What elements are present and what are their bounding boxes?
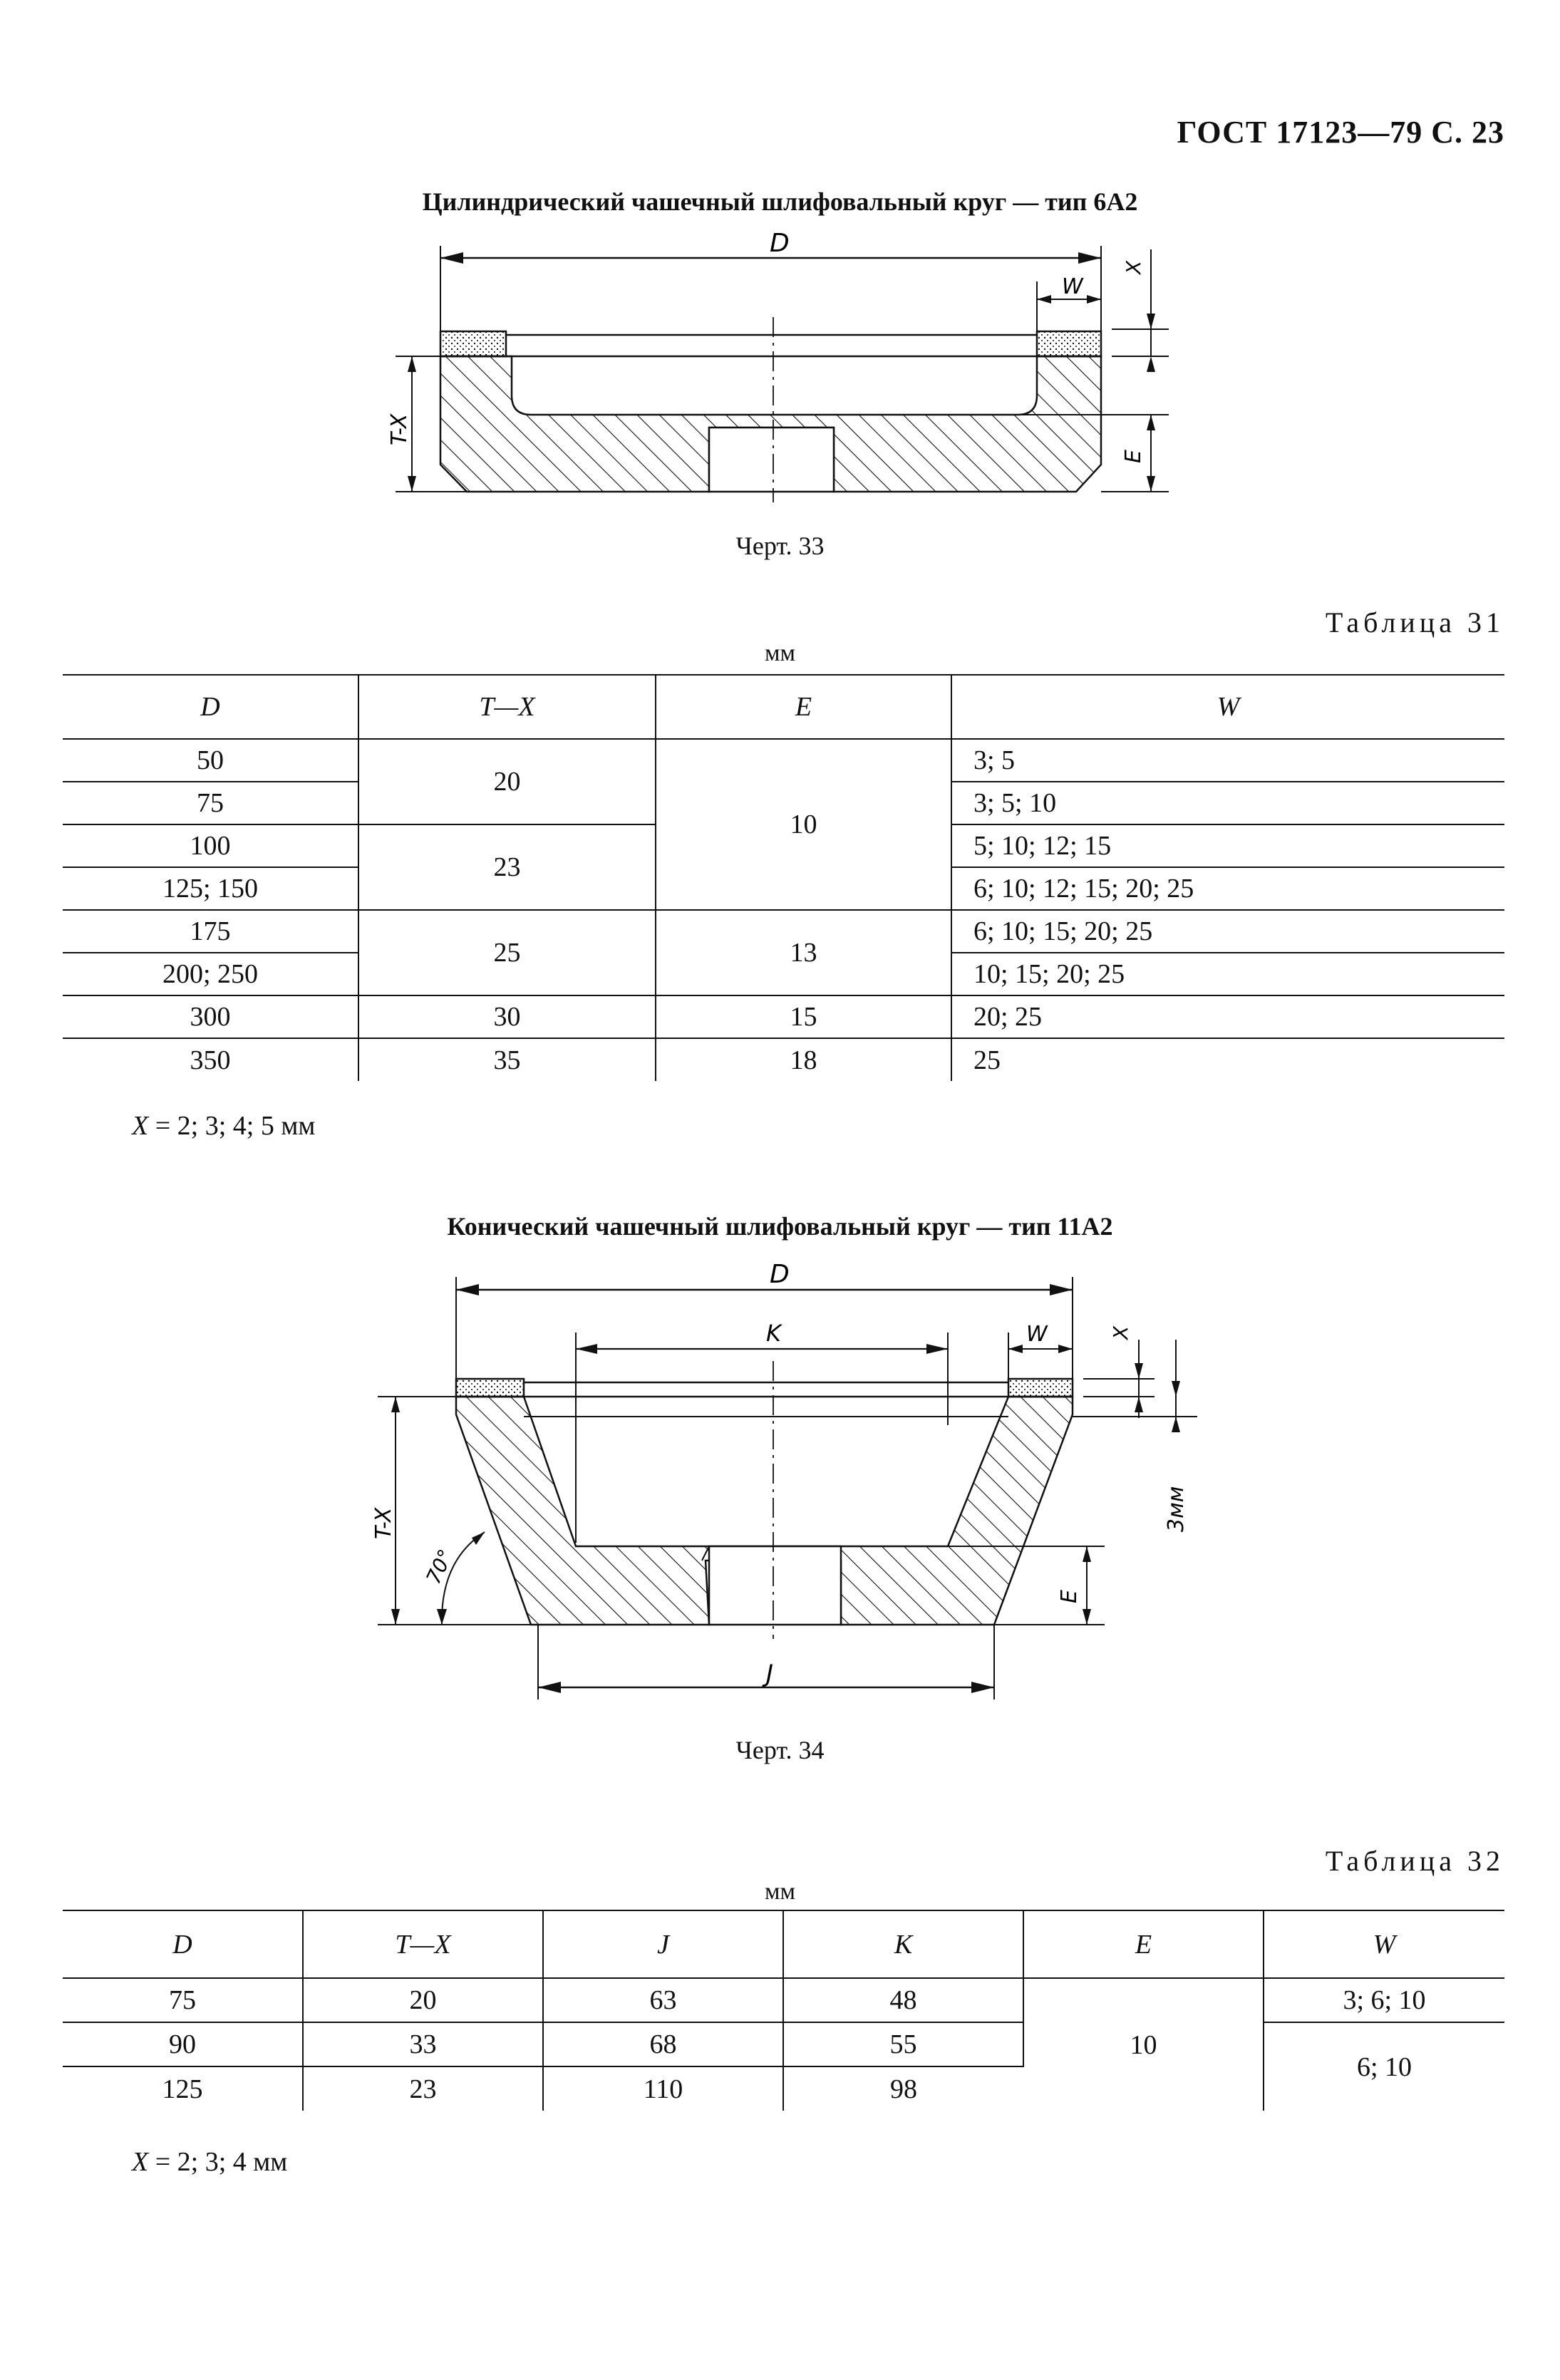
cell-d: 75 (63, 1978, 304, 2023)
table-header-row: D T—X E W (63, 674, 1504, 740)
th-w: W (1264, 1910, 1504, 1979)
caption-33: Черт. 33 (735, 532, 825, 560)
table-31: D T—X E W 50 20 10 3; 5 75 3; 5; 10 100 … (63, 674, 1504, 1081)
th-d: D (63, 674, 359, 740)
cell-tx: 20 (303, 1978, 544, 2023)
cell-j: 110 (543, 2066, 784, 2111)
th-w: W (951, 674, 1504, 740)
cell-j: 63 (543, 1978, 784, 2023)
cell-d: 175 (63, 910, 359, 953)
note-text: = 2; 3; 4 мм (148, 2147, 288, 2177)
cell-w: 3; 6; 10 (1264, 1978, 1504, 2023)
label-d: D (770, 229, 790, 258)
cell-w: 6; 10; 15; 20; 25 (951, 910, 1504, 953)
cell-k: 48 (783, 1978, 1024, 2023)
table-row: 100 23 5; 10; 12; 15 (63, 824, 1504, 911)
label-x: X (1122, 260, 1145, 276)
table-row: 175 25 13 6; 10; 15; 20; 25 (63, 910, 1504, 996)
cell-w: 3; 5 (951, 739, 1504, 782)
cell-d: 200; 250 (63, 953, 359, 996)
table-row: 90 33 68 55 6; 10 (63, 2022, 1504, 2082)
table32-label: Таблица 32 (1325, 1845, 1504, 1877)
label-e: E (1121, 450, 1146, 463)
table31-label: Таблица 31 (1325, 606, 1504, 638)
cell-d: 300 (63, 995, 359, 1039)
label-tx: T-X (371, 1506, 396, 1539)
th-d: D (63, 1910, 304, 1979)
table-row: 350 35 18 25 (63, 1038, 1504, 1081)
label-k: K (766, 1320, 783, 1347)
cell-d: 50 (63, 739, 359, 782)
table-32: D T—X J K E W 75 20 63 48 10 3; 6; 10 90… (63, 1910, 1504, 2111)
table-row: 75 20 63 48 10 3; 6; 10 (63, 1978, 1504, 2111)
label-w: W (1062, 274, 1084, 299)
table-row: 200; 250 10; 15; 20; 25 (63, 953, 1504, 996)
label-e: E (1057, 1590, 1082, 1603)
th-tx: T—X (358, 674, 656, 740)
th-e: E (1023, 1910, 1264, 1979)
cell-w: 25 (973, 1045, 1001, 1075)
table-row: 75 3; 5; 10 (63, 782, 1504, 825)
cell-w: 5; 10; 12; 15 (951, 824, 1504, 868)
cell-tx: 23 (303, 2066, 544, 2111)
cell-w: 6; 10 (1356, 2052, 1412, 2082)
cell-tx: 20 (358, 739, 656, 825)
cell-e: 13 (656, 910, 952, 996)
table-row: 125; 150 6; 10; 12; 15; 20; 25 (63, 867, 1504, 911)
label-angle: 70° (421, 1546, 458, 1588)
label-x: X (1109, 1325, 1132, 1341)
table-header-row: D T—X J K E W (63, 1910, 1504, 1979)
th-tx: T—X (303, 1910, 544, 1979)
cell-w: 20; 25 (951, 995, 1504, 1039)
cell-e: 10 (1023, 1978, 1264, 2111)
note-variable: X (132, 1111, 149, 1141)
drawing-33: D W X T-X E (387, 229, 1169, 502)
cell-tx: 30 (358, 995, 656, 1039)
cell-d: 350 (63, 1038, 359, 1081)
cell-tx: 33 (303, 2022, 544, 2067)
label-3mm: 3мм (1164, 1486, 1189, 1532)
cell-j: 68 (543, 2022, 784, 2067)
cell-w: 3; 5; 10 (951, 782, 1504, 825)
section1-title: Цилиндрический чашечный шлифовальный кру… (422, 187, 1138, 216)
label-d: D (770, 1260, 790, 1289)
th-e: E (656, 674, 952, 740)
cell-d: 90 (63, 2022, 304, 2067)
cell-d: 125 (63, 2066, 304, 2111)
caption-34: Черт. 34 (735, 1736, 825, 1764)
cell-tx: 25 (358, 910, 656, 996)
label-w: W (1026, 1322, 1048, 1347)
cell-w: 6; 10; 12; 15; 20; 25 (951, 867, 1504, 911)
table31-unit: мм (764, 640, 796, 666)
th-k: K (783, 1910, 1024, 1979)
cell-e: 15 (656, 995, 952, 1039)
table-row: 50 20 10 3; 5 (63, 739, 1504, 911)
cell-k: 98 (890, 2074, 917, 2104)
label-tx: T-X (387, 413, 412, 445)
th-j: J (543, 1910, 784, 1979)
section2-title: Конический чашечный шлифовальный круг — … (447, 1212, 1113, 1241)
document-reference: ГОСТ 17123—79 С. 23 (1177, 115, 1504, 150)
cell-e: 10 (656, 739, 952, 911)
cell-tx: 23 (358, 824, 656, 911)
cell-tx: 35 (358, 1038, 656, 1081)
label-j: J (762, 1660, 773, 1688)
table-row: 125 23 110 98 (63, 2066, 1504, 2111)
note-variable: X (132, 2147, 149, 2177)
cell-w: 10; 15; 20; 25 (951, 953, 1504, 996)
cell-d: 125; 150 (63, 867, 359, 911)
cell-e: 18 (656, 1038, 952, 1081)
note-text: = 2; 3; 4; 5 мм (148, 1111, 316, 1141)
table-row: 300 30 15 20; 25 (63, 995, 1504, 1039)
cell-d: 75 (63, 782, 359, 825)
cell-k: 55 (783, 2022, 1024, 2067)
cell-d: 100 (63, 824, 359, 868)
note-x-values-2: X = 2; 3; 4 мм (132, 2146, 287, 2178)
note-x-values-1: X = 2; 3; 4; 5 мм (132, 1110, 315, 1142)
table32-unit: мм (764, 1878, 796, 1905)
drawing-34: D K W X 3мм T-X 70° E J (371, 1260, 1197, 1699)
